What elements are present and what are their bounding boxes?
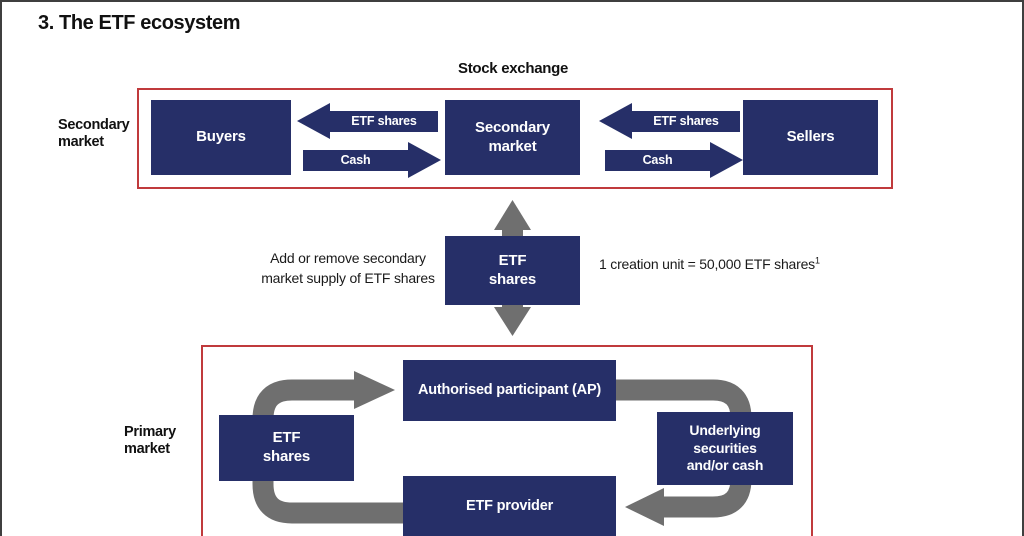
secondary-market-region-label: Secondary market: [58, 117, 130, 151]
underlying-securities-box: Underlying securities and/or cash: [657, 412, 793, 485]
flow-label: Cash: [605, 149, 710, 171]
flow-label: ETF shares: [330, 110, 438, 132]
buyers-box: Buyers: [151, 100, 291, 175]
flow-label: Cash: [303, 149, 408, 171]
flow-etf-shares-left: ETF shares: [297, 103, 438, 139]
flow-cash-right: Cash: [303, 142, 441, 178]
sellers-box: Sellers: [743, 100, 878, 175]
arrow-head-right-icon: [710, 142, 743, 178]
secondary-market-frame: [137, 88, 893, 189]
primary-etf-shares-box: ETF shares: [219, 415, 354, 481]
primary-market-frame: [201, 345, 813, 536]
flow-label: ETF shares: [632, 110, 740, 132]
creation-unit-text: 1 creation unit = 50,000 ETF shares: [599, 256, 815, 272]
authorised-participant-box: Authorised participant (AP): [403, 360, 616, 421]
stock-exchange-caption: Stock exchange: [457, 60, 568, 77]
flow-etf-shares-left: ETF shares: [599, 103, 740, 139]
primary-market-region-label: Primary market: [124, 424, 176, 458]
figure-title: 3. The ETF ecosystem: [38, 12, 241, 34]
flow-cash-right: Cash: [605, 142, 743, 178]
arrow-head-right-icon: [408, 142, 441, 178]
arrow-head-left-icon: [599, 103, 632, 139]
supply-note: Add or remove secondary market supply of…: [261, 250, 435, 287]
arrow-head-left-icon: [297, 103, 330, 139]
creation-unit-note: 1 creation unit = 50,000 ETF shares1: [599, 254, 859, 274]
secondary-market-box: Secondary market: [445, 100, 580, 175]
footnote-marker: 1: [814, 255, 820, 266]
etf-provider-box: ETF provider: [403, 476, 616, 536]
etf-shares-transfer-box: ETF shares: [445, 236, 580, 305]
